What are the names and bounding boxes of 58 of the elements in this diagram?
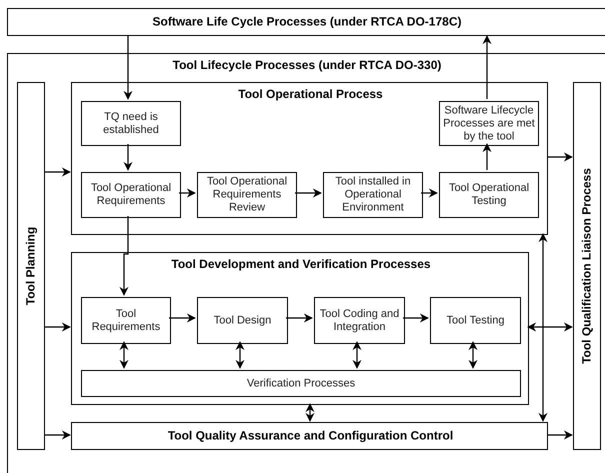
process-box xyxy=(323,172,423,218)
arrow xyxy=(44,322,71,332)
arrow xyxy=(527,322,573,332)
arrow xyxy=(179,188,196,198)
group-title: Software Life Cycle Processes (under RTCA DO-178C) xyxy=(152,16,462,28)
arrow xyxy=(403,314,429,322)
arrow xyxy=(286,314,313,322)
arrow xyxy=(124,144,132,171)
process-box xyxy=(314,297,405,344)
group-title: Tool Operational Process xyxy=(237,88,384,101)
arrow xyxy=(124,36,132,100)
arrow xyxy=(120,341,128,369)
group-title: Tool Quality Assurance and Configuration Control xyxy=(166,430,454,442)
process-band xyxy=(71,422,548,450)
arrow xyxy=(468,341,478,369)
process-box xyxy=(81,101,181,146)
process-group xyxy=(71,252,529,405)
box-label: Verification Processes xyxy=(246,377,356,390)
process-box xyxy=(197,172,297,218)
arrow xyxy=(169,314,196,322)
process-box xyxy=(197,297,288,344)
process-group xyxy=(71,82,548,235)
process-box xyxy=(430,297,521,344)
arrow xyxy=(120,216,129,296)
box-label: TQ need is established xyxy=(102,110,160,136)
box-label: Software Lifecycle Processes are met by the tool xyxy=(442,104,536,143)
arrow xyxy=(44,430,71,440)
box-label: Tool Requirements xyxy=(90,308,162,334)
box-label: Tool Design xyxy=(212,314,272,327)
group-title: Tool Qualification Liaison Process xyxy=(580,168,594,364)
group-title: Tool Development and Verification Processes xyxy=(170,258,432,271)
arrow xyxy=(352,341,362,369)
group-title: Tool Lifecycle Processes (under RTCA DO-330) xyxy=(172,59,442,72)
process-box xyxy=(81,172,181,218)
process-box xyxy=(81,297,171,344)
process-bar xyxy=(17,82,45,450)
process-box xyxy=(81,370,521,397)
process-group xyxy=(7,53,605,473)
group-title: Tool Planning xyxy=(24,226,38,306)
process-box xyxy=(439,172,539,218)
box-label: Tool Operational Testing xyxy=(448,182,530,208)
arrow xyxy=(236,341,244,369)
box-label: Tool Testing xyxy=(446,314,506,327)
box-label: Tool Coding and Integration xyxy=(318,308,400,334)
process-bar xyxy=(573,82,601,450)
arrow xyxy=(547,152,573,162)
arrow xyxy=(44,168,71,176)
arrow xyxy=(538,233,548,422)
arrow xyxy=(306,403,314,422)
box-label: Tool Operational Requirements Review xyxy=(206,176,288,214)
arrow xyxy=(482,143,492,170)
box-label: Tool Operational Requirements xyxy=(90,182,172,208)
box-label: Tool installed in Operational Environment xyxy=(334,176,412,214)
arrow xyxy=(547,430,573,440)
process-band xyxy=(7,8,605,36)
arrow xyxy=(295,188,322,198)
arrow xyxy=(421,188,438,198)
arrow xyxy=(482,35,492,99)
